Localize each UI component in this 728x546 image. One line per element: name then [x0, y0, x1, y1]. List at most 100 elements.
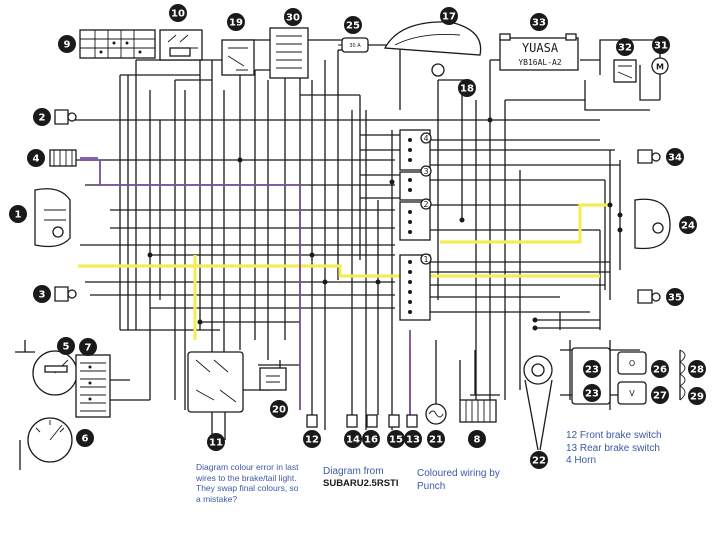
badge-29: 29 [688, 387, 706, 405]
svg-text:3: 3 [39, 290, 46, 301]
badge-21: 21 [427, 430, 445, 448]
svg-text:32: 32 [618, 43, 632, 54]
switch-10 [159, 29, 203, 61]
badge-18: 18 [458, 79, 476, 97]
legend-item: 13 Rear brake switch [566, 442, 660, 454]
badge-24: 24 [679, 216, 697, 234]
connector-stack: 4 3 2 1 [399, 129, 432, 321]
junction-dots [147, 117, 623, 331]
badge-9: 9 [58, 35, 76, 53]
ignition-switch-table [79, 29, 156, 59]
svg-text:7: 7 [85, 343, 92, 354]
badge-2: 2 [33, 108, 51, 126]
svg-text:4: 4 [33, 154, 40, 165]
horn-connector-4 [49, 149, 77, 167]
svg-text:13: 13 [406, 435, 420, 446]
badge-17: 17 [440, 7, 458, 25]
svg-text:33: 33 [532, 18, 546, 29]
warning-panel-7 [75, 354, 111, 418]
battery-33: YUASA YB16AL-A2 [499, 33, 579, 71]
legend-item: 12 Front brake switch [566, 430, 662, 441]
svg-text:22: 22 [532, 456, 546, 467]
badge-3: 3 [33, 285, 51, 303]
speedometer-6 [27, 417, 73, 463]
svg-text:17: 17 [442, 12, 456, 23]
dash-cluster-17 [383, 21, 482, 77]
badge-35: 35 [666, 288, 684, 306]
badge-30: 30 [284, 8, 302, 26]
badge-33: 33 [530, 13, 548, 31]
svg-text:21: 21 [429, 435, 443, 446]
svg-text:19: 19 [229, 18, 243, 29]
connector-pins [408, 138, 412, 314]
lamp-35 [637, 289, 661, 304]
badge-16: 16 [362, 430, 380, 448]
badge-32: 32 [616, 38, 634, 56]
starter-relay-32 [613, 59, 637, 83]
svg-text:16: 16 [364, 435, 378, 446]
connector-2-num: 2 [423, 200, 428, 209]
svg-text:23: 23 [585, 389, 599, 400]
badge-22: 22 [530, 451, 548, 469]
relay-lower-label: V [629, 389, 635, 398]
svg-text:2: 2 [39, 113, 46, 124]
svg-text:18: 18 [460, 84, 474, 95]
badge-20: 20 [270, 400, 288, 418]
regulator-8 [459, 399, 497, 423]
battery-model: YB16AL-A2 [518, 58, 562, 67]
lamp-2 [54, 109, 77, 125]
fuse-box-30 [269, 27, 309, 79]
component-badges: 1 2 3 4 5 6 7 8 9 10 11 12 13 14 15 16 1… [9, 4, 706, 469]
alternator-21 [425, 403, 447, 425]
legend-item: 4 Horn [566, 455, 597, 466]
svg-text:29: 29 [690, 392, 704, 403]
lamp-3 [54, 286, 77, 302]
svg-text:15: 15 [389, 435, 403, 446]
tachometer-5 [32, 350, 78, 396]
switch-legend: 12 Front brake switch 13 Rear brake swit… [566, 430, 662, 468]
connector-4-num: 4 [423, 134, 428, 143]
relay-19 [221, 39, 255, 76]
svg-text:9: 9 [64, 40, 71, 51]
badge-6: 6 [76, 429, 94, 447]
svg-text:24: 24 [681, 221, 695, 232]
svg-text:1: 1 [15, 210, 22, 221]
wire-harness [15, 39, 681, 470]
headlight-1 [34, 188, 71, 248]
coloured-wiring-credit: Coloured wiring by Punch [417, 468, 500, 492]
svg-text:20: 20 [272, 405, 286, 416]
badge-7: 7 [79, 338, 97, 356]
main-fuse-25: 30 A [338, 37, 374, 53]
svg-text:30: 30 [286, 13, 300, 24]
badge-34: 34 [666, 148, 684, 166]
svg-text:11: 11 [209, 438, 223, 449]
svg-text:34: 34 [668, 153, 682, 164]
badge-1: 1 [9, 205, 27, 223]
relay-block: O V [571, 347, 686, 405]
badge-10: 10 [169, 4, 187, 22]
svg-text:27: 27 [653, 391, 667, 402]
svg-text:25: 25 [346, 21, 360, 32]
badge-25: 25 [344, 16, 362, 34]
battery-brand: YUASA [522, 41, 559, 55]
svg-text:14: 14 [346, 435, 360, 446]
badge-14: 14 [344, 430, 362, 448]
fuse-rating: 30 A [349, 43, 361, 49]
badge-12: 12 [303, 430, 321, 448]
svg-text:26: 26 [653, 365, 667, 376]
badge-4: 4 [27, 149, 45, 167]
badge-31: 31 [652, 36, 670, 54]
badge-15: 15 [387, 430, 405, 448]
svg-text:23: 23 [585, 365, 599, 376]
diagram-source: Diagram from SUBARU2.5RSTI [323, 466, 399, 490]
badge-28: 28 [688, 360, 706, 378]
switch-block-11 [187, 351, 244, 413]
badge-11: 11 [207, 433, 225, 451]
badge-23b: 23 [583, 384, 601, 402]
svg-text:8: 8 [474, 435, 481, 446]
horn-22 [523, 355, 553, 385]
diagram-source-name: SUBARU2.5RSTI [323, 478, 399, 489]
svg-text:35: 35 [668, 293, 682, 304]
